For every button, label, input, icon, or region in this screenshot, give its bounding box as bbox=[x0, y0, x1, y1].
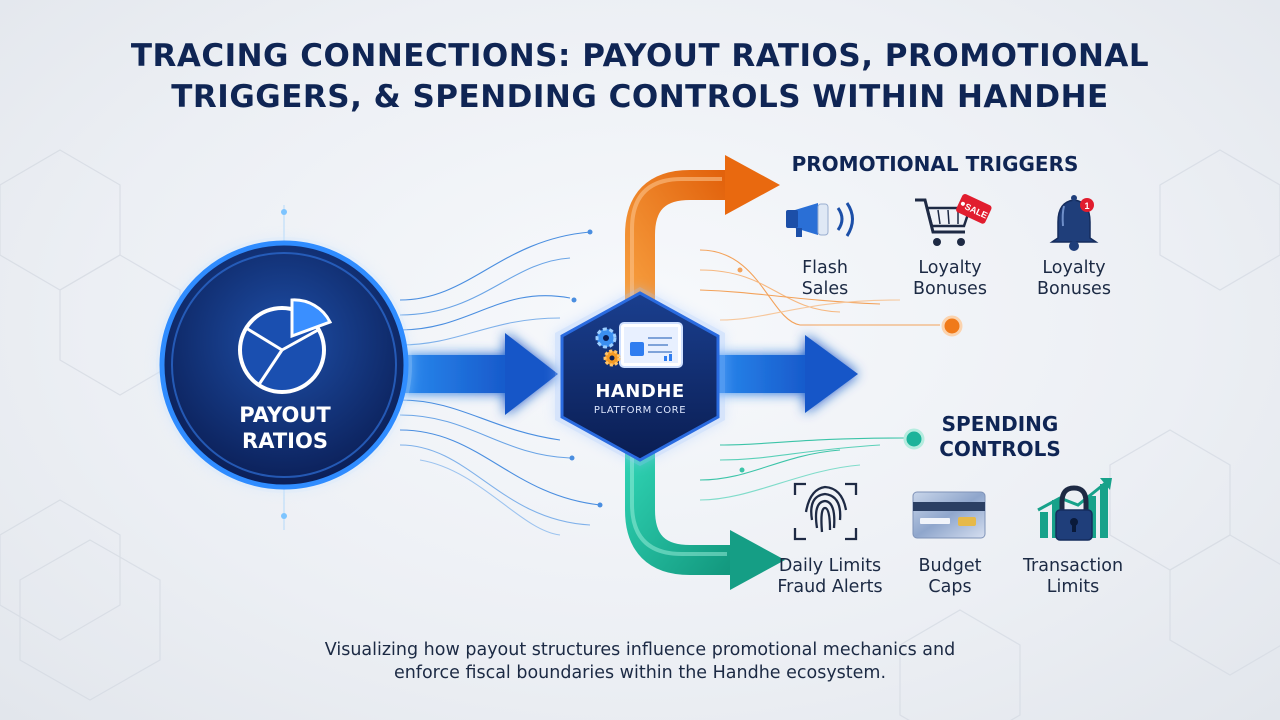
dashboard-gears-icon bbox=[595, 322, 683, 368]
budget-caps-label: Budget Caps bbox=[890, 556, 1010, 598]
notification-bell-icon: 1 bbox=[1049, 195, 1099, 251]
glow-dot bbox=[281, 513, 287, 519]
blue-flow-arrow-input bbox=[395, 333, 558, 415]
spend-endpoint-dot bbox=[903, 428, 925, 450]
credit-card-icon bbox=[912, 491, 986, 539]
item-label-line: Flash bbox=[802, 258, 848, 278]
spending-heading-line-2: CONTROLS bbox=[939, 437, 1061, 461]
padlock-chart-icon bbox=[1037, 478, 1112, 541]
item-label-line: Caps bbox=[928, 577, 972, 597]
payout-label-line-1: PAYOUT bbox=[239, 403, 331, 427]
flash-sales-label: Flash Sales bbox=[765, 258, 885, 300]
orange-flow-arrow bbox=[625, 155, 780, 320]
blue-flow-arrow-output bbox=[705, 335, 858, 413]
item-label-line: Daily Limits bbox=[778, 556, 882, 576]
item-label-line: Budget bbox=[918, 556, 982, 576]
item-label-line: Bonuses bbox=[1037, 279, 1111, 299]
pie-chart-icon bbox=[238, 298, 333, 394]
payout-ratios-label: PAYOUT RATIOS bbox=[185, 402, 385, 454]
payout-label-line-2: RATIOS bbox=[242, 429, 328, 453]
spending-heading-line-1: SPENDING bbox=[941, 412, 1059, 436]
item-label-line: Limits bbox=[1046, 577, 1100, 597]
spending-controls-heading: SPENDING CONTROLS bbox=[900, 412, 1100, 462]
fingerprint-icon bbox=[793, 482, 858, 541]
title-line-1: TRACING CONNECTIONS: PAYOUT RATIOS, PROM… bbox=[130, 38, 1150, 74]
core-subtitle: PLATFORM CORE bbox=[593, 405, 687, 416]
megaphone-icon bbox=[786, 202, 854, 237]
caption-line-2: enforce fiscal boundaries within the Han… bbox=[393, 663, 887, 683]
bell-badge: 1 bbox=[1084, 201, 1089, 211]
transaction-limits-label: Transaction Limits bbox=[1008, 556, 1138, 598]
item-label-line: Sales bbox=[801, 279, 849, 299]
hexagon-background-pattern bbox=[0, 149, 1280, 720]
teal-flow-arrow bbox=[625, 434, 785, 590]
loyalty-bonuses-label-1: Loyalty Bonuses bbox=[890, 258, 1010, 300]
connector-dot bbox=[739, 467, 745, 473]
connector-dots bbox=[569, 229, 603, 508]
shopping-cart-sale-icon: SALE bbox=[915, 194, 992, 246]
diagram-caption: Visualizing how payout structures influe… bbox=[240, 639, 1040, 685]
title-line-2: TRIGGERS, & SPENDING CONTROLS WITHIN HAN… bbox=[171, 79, 1109, 115]
item-label-line: Transaction bbox=[1022, 556, 1124, 576]
glow-dot bbox=[281, 209, 287, 215]
item-label-line: Bonuses bbox=[913, 279, 987, 299]
item-label-line: Fraud Alerts bbox=[777, 577, 883, 597]
promotional-triggers-heading: PROMOTIONAL TRIGGERS bbox=[791, 152, 1079, 176]
connector-lines-input bbox=[399, 231, 601, 536]
caption-line-1: Visualizing how payout structures influe… bbox=[324, 640, 956, 660]
item-label-line: Loyalty bbox=[918, 258, 982, 278]
item-label-line: Loyalty bbox=[1042, 258, 1106, 278]
connector-lines-output bbox=[699, 249, 940, 501]
core-title: HANDHE bbox=[595, 381, 685, 402]
handhe-core-node bbox=[555, 287, 725, 466]
connector-dot bbox=[737, 267, 743, 273]
daily-limits-label: Daily Limits Fraud Alerts bbox=[760, 556, 900, 598]
promo-endpoint-dot bbox=[941, 315, 963, 337]
page-title: TRACING CONNECTIONS: PAYOUT RATIOS, PROM… bbox=[40, 36, 1240, 118]
loyalty-bonuses-label-2: Loyalty Bonuses bbox=[1014, 258, 1134, 300]
